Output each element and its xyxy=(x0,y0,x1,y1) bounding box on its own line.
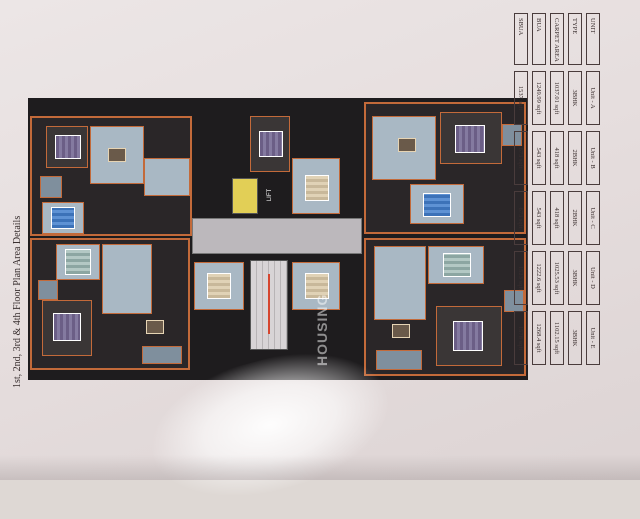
row-header-bua: BUA xyxy=(532,13,546,65)
toilet xyxy=(504,290,524,312)
bed xyxy=(55,135,81,159)
master-bedroom xyxy=(440,112,502,164)
bedroom xyxy=(410,184,464,224)
bed xyxy=(455,125,485,153)
master-bedroom xyxy=(436,306,502,366)
bed xyxy=(259,131,283,157)
unit-a-type: 3BHK xyxy=(568,71,582,125)
bedroom xyxy=(42,202,84,234)
floor-plan: LIFT xyxy=(28,98,528,380)
unit-a-carpet-area: 1037.01 sqft xyxy=(550,71,564,125)
unit-d-carpet-area: 1025.53 sqft xyxy=(550,251,564,305)
unit-b-bua: 543 sqft xyxy=(532,131,546,185)
area-details-table: UNIT TYPE CARPET AREA BUA SBUA Unit - A … xyxy=(512,13,600,378)
dining-table xyxy=(398,138,416,152)
unit-d-type: 3BHK xyxy=(568,251,582,305)
unit-e-carpet-area: 1102.15 sqft xyxy=(550,311,564,365)
unit-d-bua: 1222.6 sqft xyxy=(532,251,546,305)
unit-e-bua: 1268.4 sqft xyxy=(532,311,546,365)
unit-b-carpet-area: 418 sqft xyxy=(550,131,564,185)
lift xyxy=(232,178,258,214)
master-bedroom xyxy=(42,300,92,356)
master-bedroom xyxy=(46,126,88,168)
unit-b-name: Unit - B xyxy=(586,131,600,185)
unit-a-block xyxy=(30,116,192,236)
unit-d-block xyxy=(364,102,526,234)
stair-arrow xyxy=(268,274,270,334)
living-room xyxy=(102,244,152,314)
unit-e-block xyxy=(364,238,526,376)
unit-c-carpet-area: 418 sqft xyxy=(550,191,564,245)
unit-e-sbua: 1578 sqft xyxy=(514,311,528,365)
kitchen xyxy=(144,158,190,196)
balcony xyxy=(376,350,422,370)
unit-b-sbua: 673 sqft xyxy=(514,131,528,185)
unit-b-type: 2BHK xyxy=(568,131,582,185)
bedroom xyxy=(56,244,100,280)
bed xyxy=(305,175,329,201)
unit-d-name: Unit - D xyxy=(586,251,600,305)
dining-table xyxy=(146,320,164,334)
row-header-carpet-area: CARPET AREA xyxy=(550,13,564,65)
unit-c-sbua: 673 sqft xyxy=(514,191,528,245)
unit-d-sbua: 1523 sqft xyxy=(514,251,528,305)
unit-c-type: 2BHK xyxy=(568,191,582,245)
common-corridor xyxy=(192,218,362,254)
row-header-unit: UNIT xyxy=(586,13,600,65)
unit-c-name: Unit - C xyxy=(586,191,600,245)
toilet xyxy=(40,176,62,198)
dining-table xyxy=(392,324,410,338)
row-header-sbua: SBUA xyxy=(514,13,528,65)
bedroom xyxy=(428,246,484,284)
unit-a-name: Unit - A xyxy=(586,71,600,125)
bed xyxy=(305,273,329,299)
unit-a-bua: 1249.99 sqft xyxy=(532,71,546,125)
toilet xyxy=(502,124,522,146)
centre-bedroom xyxy=(250,116,290,172)
lift-label: LIFT xyxy=(267,188,274,202)
centre-bedroom xyxy=(292,158,340,214)
centre-bedroom xyxy=(194,262,244,310)
unit-b-block xyxy=(30,238,190,370)
unit-a-sbua: 1537 sqft xyxy=(514,71,528,125)
unit-e-name: Unit - E xyxy=(586,311,600,365)
living-room xyxy=(374,246,426,320)
bed xyxy=(51,207,75,229)
bed xyxy=(207,273,231,299)
unit-c-bua: 543 sqft xyxy=(532,191,546,245)
row-header-type: TYPE xyxy=(568,13,582,65)
bed xyxy=(443,253,471,277)
centre-bedroom xyxy=(292,262,340,310)
balcony xyxy=(142,346,182,364)
page-title: 1st, 2nd, 3rd & 4th Floor Plan Area Deta… xyxy=(12,215,23,388)
dining-table xyxy=(108,148,126,162)
bed xyxy=(53,313,81,341)
photo-shadow xyxy=(0,455,640,480)
bed xyxy=(423,193,451,217)
bed xyxy=(65,249,91,275)
toilet xyxy=(38,280,58,300)
unit-e-type: 3BHK xyxy=(568,311,582,365)
bed xyxy=(453,321,483,351)
